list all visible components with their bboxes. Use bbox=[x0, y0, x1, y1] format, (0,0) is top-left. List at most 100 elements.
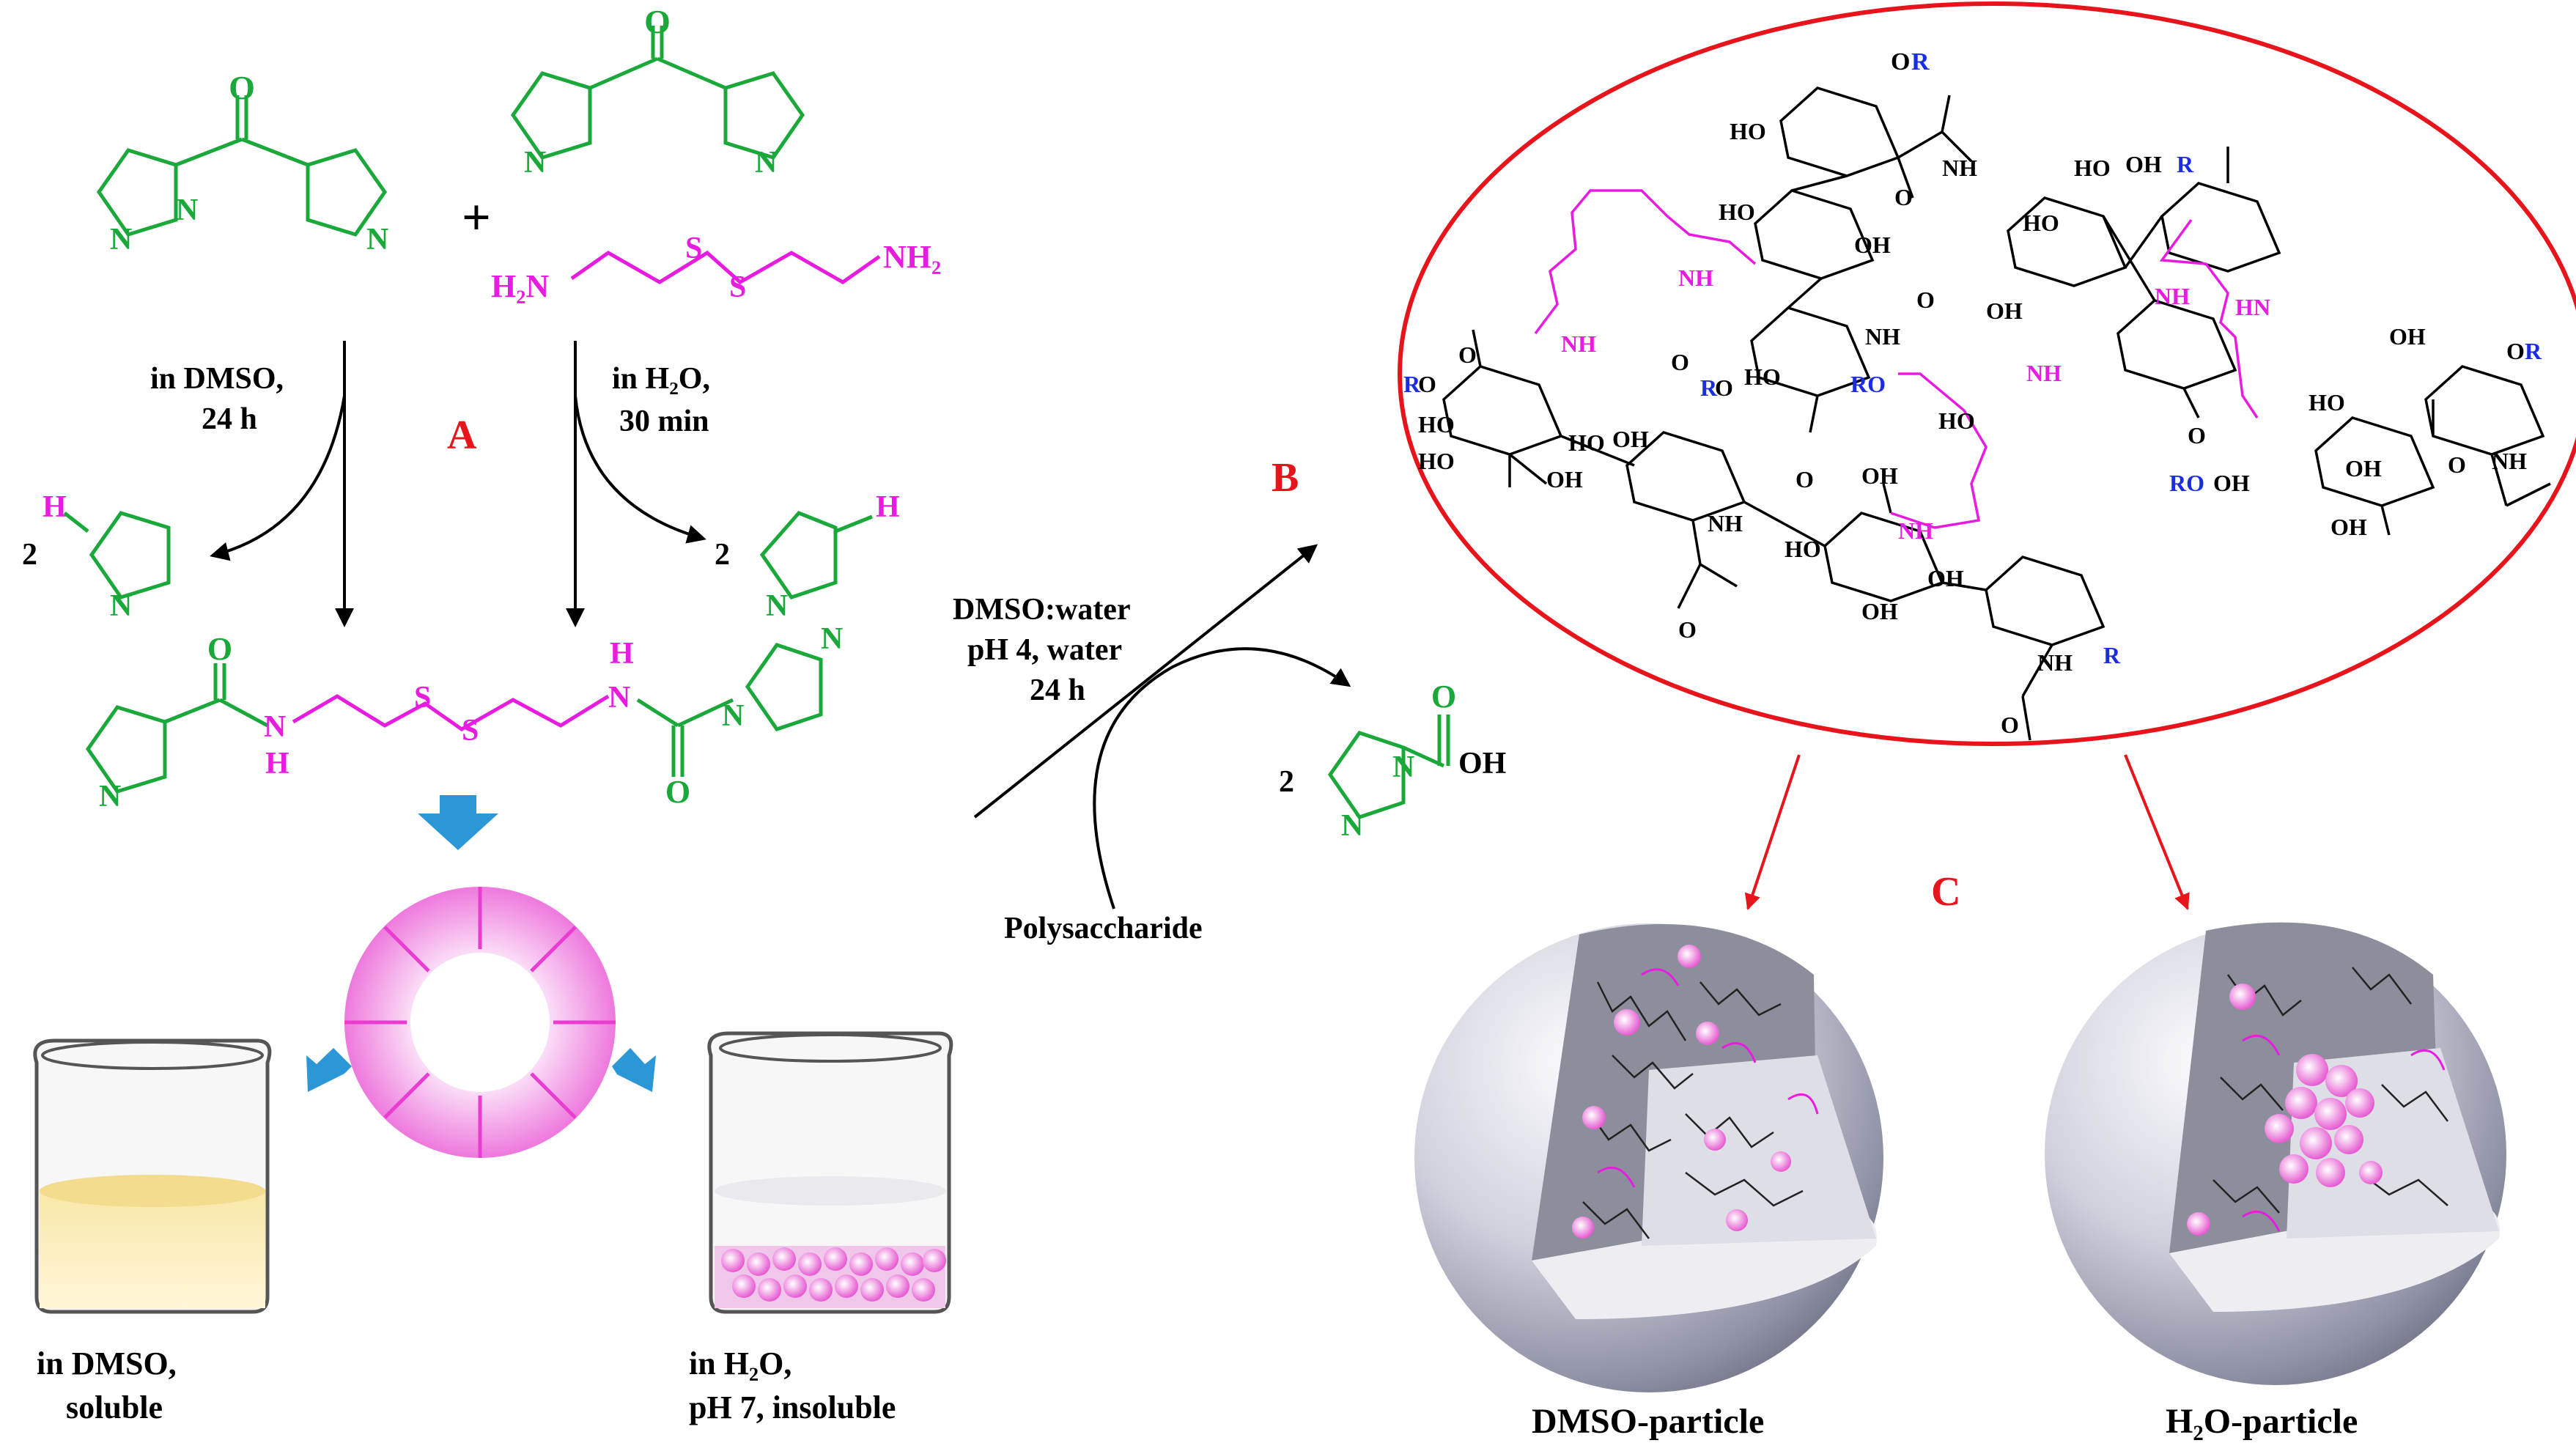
carbonyl-label: O bbox=[2188, 422, 2206, 449]
beaker-dmso-caption-line2: soluble bbox=[66, 1390, 163, 1425]
substituent-o: O bbox=[1891, 48, 1910, 75]
plus-sign: + bbox=[462, 190, 491, 246]
carbonyl-label: O bbox=[1671, 349, 1689, 375]
amide-nitrogen: N bbox=[608, 681, 630, 715]
substituent-o: O bbox=[1715, 374, 1733, 401]
carbonyl-label: O bbox=[2448, 451, 2466, 478]
carbonyl-label: O bbox=[1458, 342, 1477, 368]
imidazole-hydrogen: H bbox=[876, 490, 900, 524]
substituent-o: O bbox=[1418, 371, 1436, 397]
polymer-labels: O R HO NH O HO OH O R O HO NH NH O R O H… bbox=[1403, 48, 2542, 738]
panel-label-b: B bbox=[1272, 455, 1299, 501]
condition-water: in H₂O, bbox=[612, 362, 710, 396]
imidazole-nitrogen: N bbox=[722, 699, 744, 733]
amide-label: NH bbox=[1898, 517, 1933, 544]
imidazole-hydrogen: H bbox=[43, 490, 67, 524]
hydroxyl-label: HO bbox=[1785, 536, 1821, 562]
cdi-molecule-right bbox=[510, 26, 805, 160]
intermediate-imidazole-right bbox=[636, 643, 823, 777]
water-particle bbox=[2045, 922, 2506, 1385]
disulfide-sulfur: S bbox=[462, 714, 479, 748]
hydroxyl-label: OH bbox=[2125, 151, 2162, 177]
substituent-r: R bbox=[2103, 642, 2121, 668]
amide-hydrogen: H bbox=[610, 637, 634, 671]
condition-water-time: 30 min bbox=[619, 405, 709, 438]
substituent-r: RO bbox=[2169, 470, 2204, 496]
dmso-particle bbox=[1414, 923, 1883, 1392]
carbonyl-label: O bbox=[2001, 712, 2019, 738]
particle-arrows bbox=[1744, 754, 2190, 910]
hydroxyl-label: HO bbox=[1418, 448, 1455, 474]
cdi-oxygen: O bbox=[644, 3, 671, 40]
imidazole-coefficient-left: 2 bbox=[22, 538, 37, 572]
amide-label: NH bbox=[1708, 510, 1743, 536]
hydroxyl-label: OH bbox=[2213, 470, 2250, 496]
hydroxyl-label: HO bbox=[1744, 364, 1781, 390]
imidazole-byproduct-right bbox=[759, 511, 873, 599]
acid-oxygen: O bbox=[1431, 679, 1456, 715]
imidazole-coefficient-right: 2 bbox=[715, 538, 730, 572]
amide-label: NH bbox=[1561, 331, 1596, 357]
substituent-r: RO bbox=[1850, 371, 1886, 397]
carbonyl-label: O bbox=[1894, 184, 1913, 210]
water-particle-label: H₂O-particle bbox=[2166, 1402, 2358, 1441]
imidazole-nitrogen: N bbox=[766, 589, 788, 623]
substituent-r: R bbox=[1403, 371, 1421, 397]
hydroxyl-label: HO bbox=[1730, 118, 1766, 144]
cdi-nitrogen: N bbox=[110, 223, 132, 257]
disulfide-sulfur: S bbox=[414, 681, 431, 715]
beaker-water-caption-line2: pH 7, insoluble bbox=[689, 1390, 896, 1425]
imidazole-carboxylic-acid bbox=[1327, 715, 1450, 819]
amide-label: NH bbox=[2037, 649, 2073, 676]
panel-label-c: C bbox=[1931, 869, 1960, 915]
cystamine-amine-left: H₂N bbox=[491, 268, 549, 304]
beaker-water bbox=[707, 1031, 953, 1314]
cdi-nitrogen: N bbox=[366, 223, 388, 257]
condition-dmso-time: 24 h bbox=[202, 402, 257, 436]
cystamine-molecule bbox=[570, 250, 881, 285]
beaker-dmso-caption-line1: in DMSO, bbox=[37, 1346, 177, 1381]
hydroxyl-label: HO bbox=[1938, 407, 1975, 434]
acid-coefficient: 2 bbox=[1279, 765, 1294, 799]
amide-label: NH bbox=[1942, 155, 1977, 181]
hydroxyl-label: OH bbox=[2345, 455, 2382, 481]
hydroxyl-label: HO bbox=[1568, 429, 1605, 456]
amide-label: NH bbox=[2155, 283, 2190, 309]
panel-label-a: A bbox=[447, 413, 477, 458]
carbonyl-oxygen: O bbox=[207, 631, 232, 667]
amide-nitrogen: N bbox=[264, 710, 286, 744]
cdi-nitrogen: N bbox=[176, 193, 198, 227]
imidazole-nitrogen: N bbox=[821, 622, 843, 656]
substituent-r: R bbox=[2177, 151, 2194, 177]
beaker-dmso bbox=[33, 1038, 272, 1314]
substituent-r: R bbox=[1700, 374, 1718, 401]
hydroxyl-label: HO bbox=[2309, 389, 2345, 416]
polysaccharide-backbone bbox=[1442, 86, 2551, 741]
hydroxyl-label: OH bbox=[2330, 514, 2367, 540]
hydroxyl-label: OH bbox=[1546, 466, 1583, 492]
substituent-o: O bbox=[2506, 338, 2525, 364]
carbonyl-label: O bbox=[1678, 616, 1697, 643]
hydroxyl-label: HO bbox=[1418, 411, 1455, 438]
imidazole-nitrogen: N bbox=[99, 780, 121, 813]
carbonyl-label: O bbox=[1796, 466, 1814, 492]
hydroxyl-label: HO bbox=[1719, 199, 1755, 225]
amide-label: NH bbox=[2492, 448, 2527, 474]
amide-label: NH bbox=[1865, 323, 1900, 350]
hydroxyl-label: OH bbox=[1927, 565, 1964, 591]
amide-label: HN bbox=[2235, 294, 2270, 320]
hydroxyl-label: OH bbox=[1861, 598, 1898, 624]
nanoparticle-burst bbox=[344, 887, 616, 1158]
cystamine-amine-right: NH₂ bbox=[883, 239, 941, 275]
polysaccharide-label: Polysaccharide bbox=[1004, 912, 1203, 945]
hydroxyl-label: OH bbox=[1612, 426, 1649, 452]
beaker-water-caption-line1: in H₂O, bbox=[689, 1346, 791, 1381]
blue-arrows bbox=[306, 795, 656, 1092]
imidazole-nitrogen: N bbox=[1341, 809, 1363, 843]
carbonyl-oxygen: O bbox=[665, 774, 690, 810]
cdi-molecule-left bbox=[96, 95, 388, 237]
disulfide-sulfur: S bbox=[729, 270, 746, 304]
cdi-nitrogen: N bbox=[755, 146, 777, 180]
imidazole-byproduct-left bbox=[63, 511, 171, 599]
